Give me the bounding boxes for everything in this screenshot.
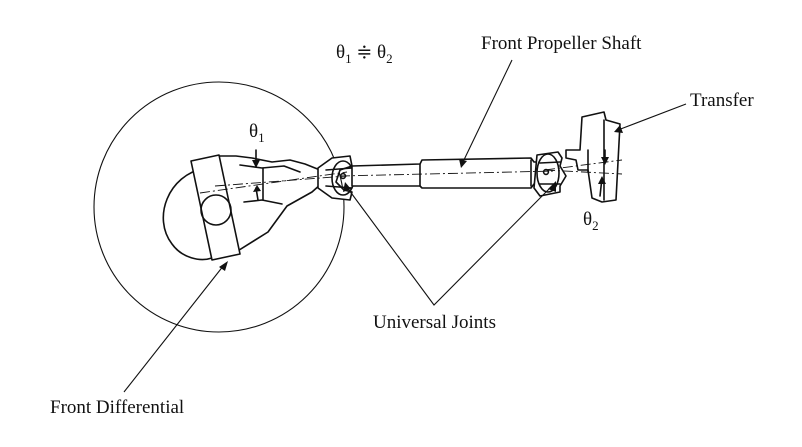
universal-joints-label: Universal Joints xyxy=(373,312,496,333)
front-differential-label: Front Differential xyxy=(50,397,184,418)
transfer-label: Transfer xyxy=(690,90,754,111)
transfer-centerline-2 xyxy=(544,159,623,171)
leader-arrow-uj-front xyxy=(343,182,351,192)
transfer-centerline xyxy=(544,169,623,175)
leader-arrow-uj-rear xyxy=(548,181,556,192)
rear-universal-joint xyxy=(533,151,567,197)
leader-front-propeller-shaft xyxy=(461,59,513,165)
front-propeller-shaft-label: Front Propeller Shaft xyxy=(481,33,642,54)
leader-arrow-transfer xyxy=(614,125,623,133)
shaft-centerline xyxy=(339,170,557,177)
leader-front-differential xyxy=(123,264,225,393)
theta1-label: θ1 xyxy=(249,121,265,145)
leader-universal-joints xyxy=(345,185,553,306)
theta2-angle-marker xyxy=(598,149,609,197)
differential-centerline-2 xyxy=(214,175,348,187)
angle-equation: θ1 ≑ θ2 xyxy=(336,42,393,66)
front-wheel-circle xyxy=(93,81,345,333)
transfer-case xyxy=(565,111,621,203)
front-differential-housing xyxy=(162,154,322,261)
theta2-label: θ2 xyxy=(583,209,599,233)
differential-centerline xyxy=(199,171,348,194)
leader-transfer xyxy=(617,103,687,131)
leader-arrow-propeller xyxy=(459,159,467,168)
propeller-shaft xyxy=(339,157,546,189)
theta1-angle-marker xyxy=(252,149,261,201)
leader-arrow-differential xyxy=(219,261,228,271)
